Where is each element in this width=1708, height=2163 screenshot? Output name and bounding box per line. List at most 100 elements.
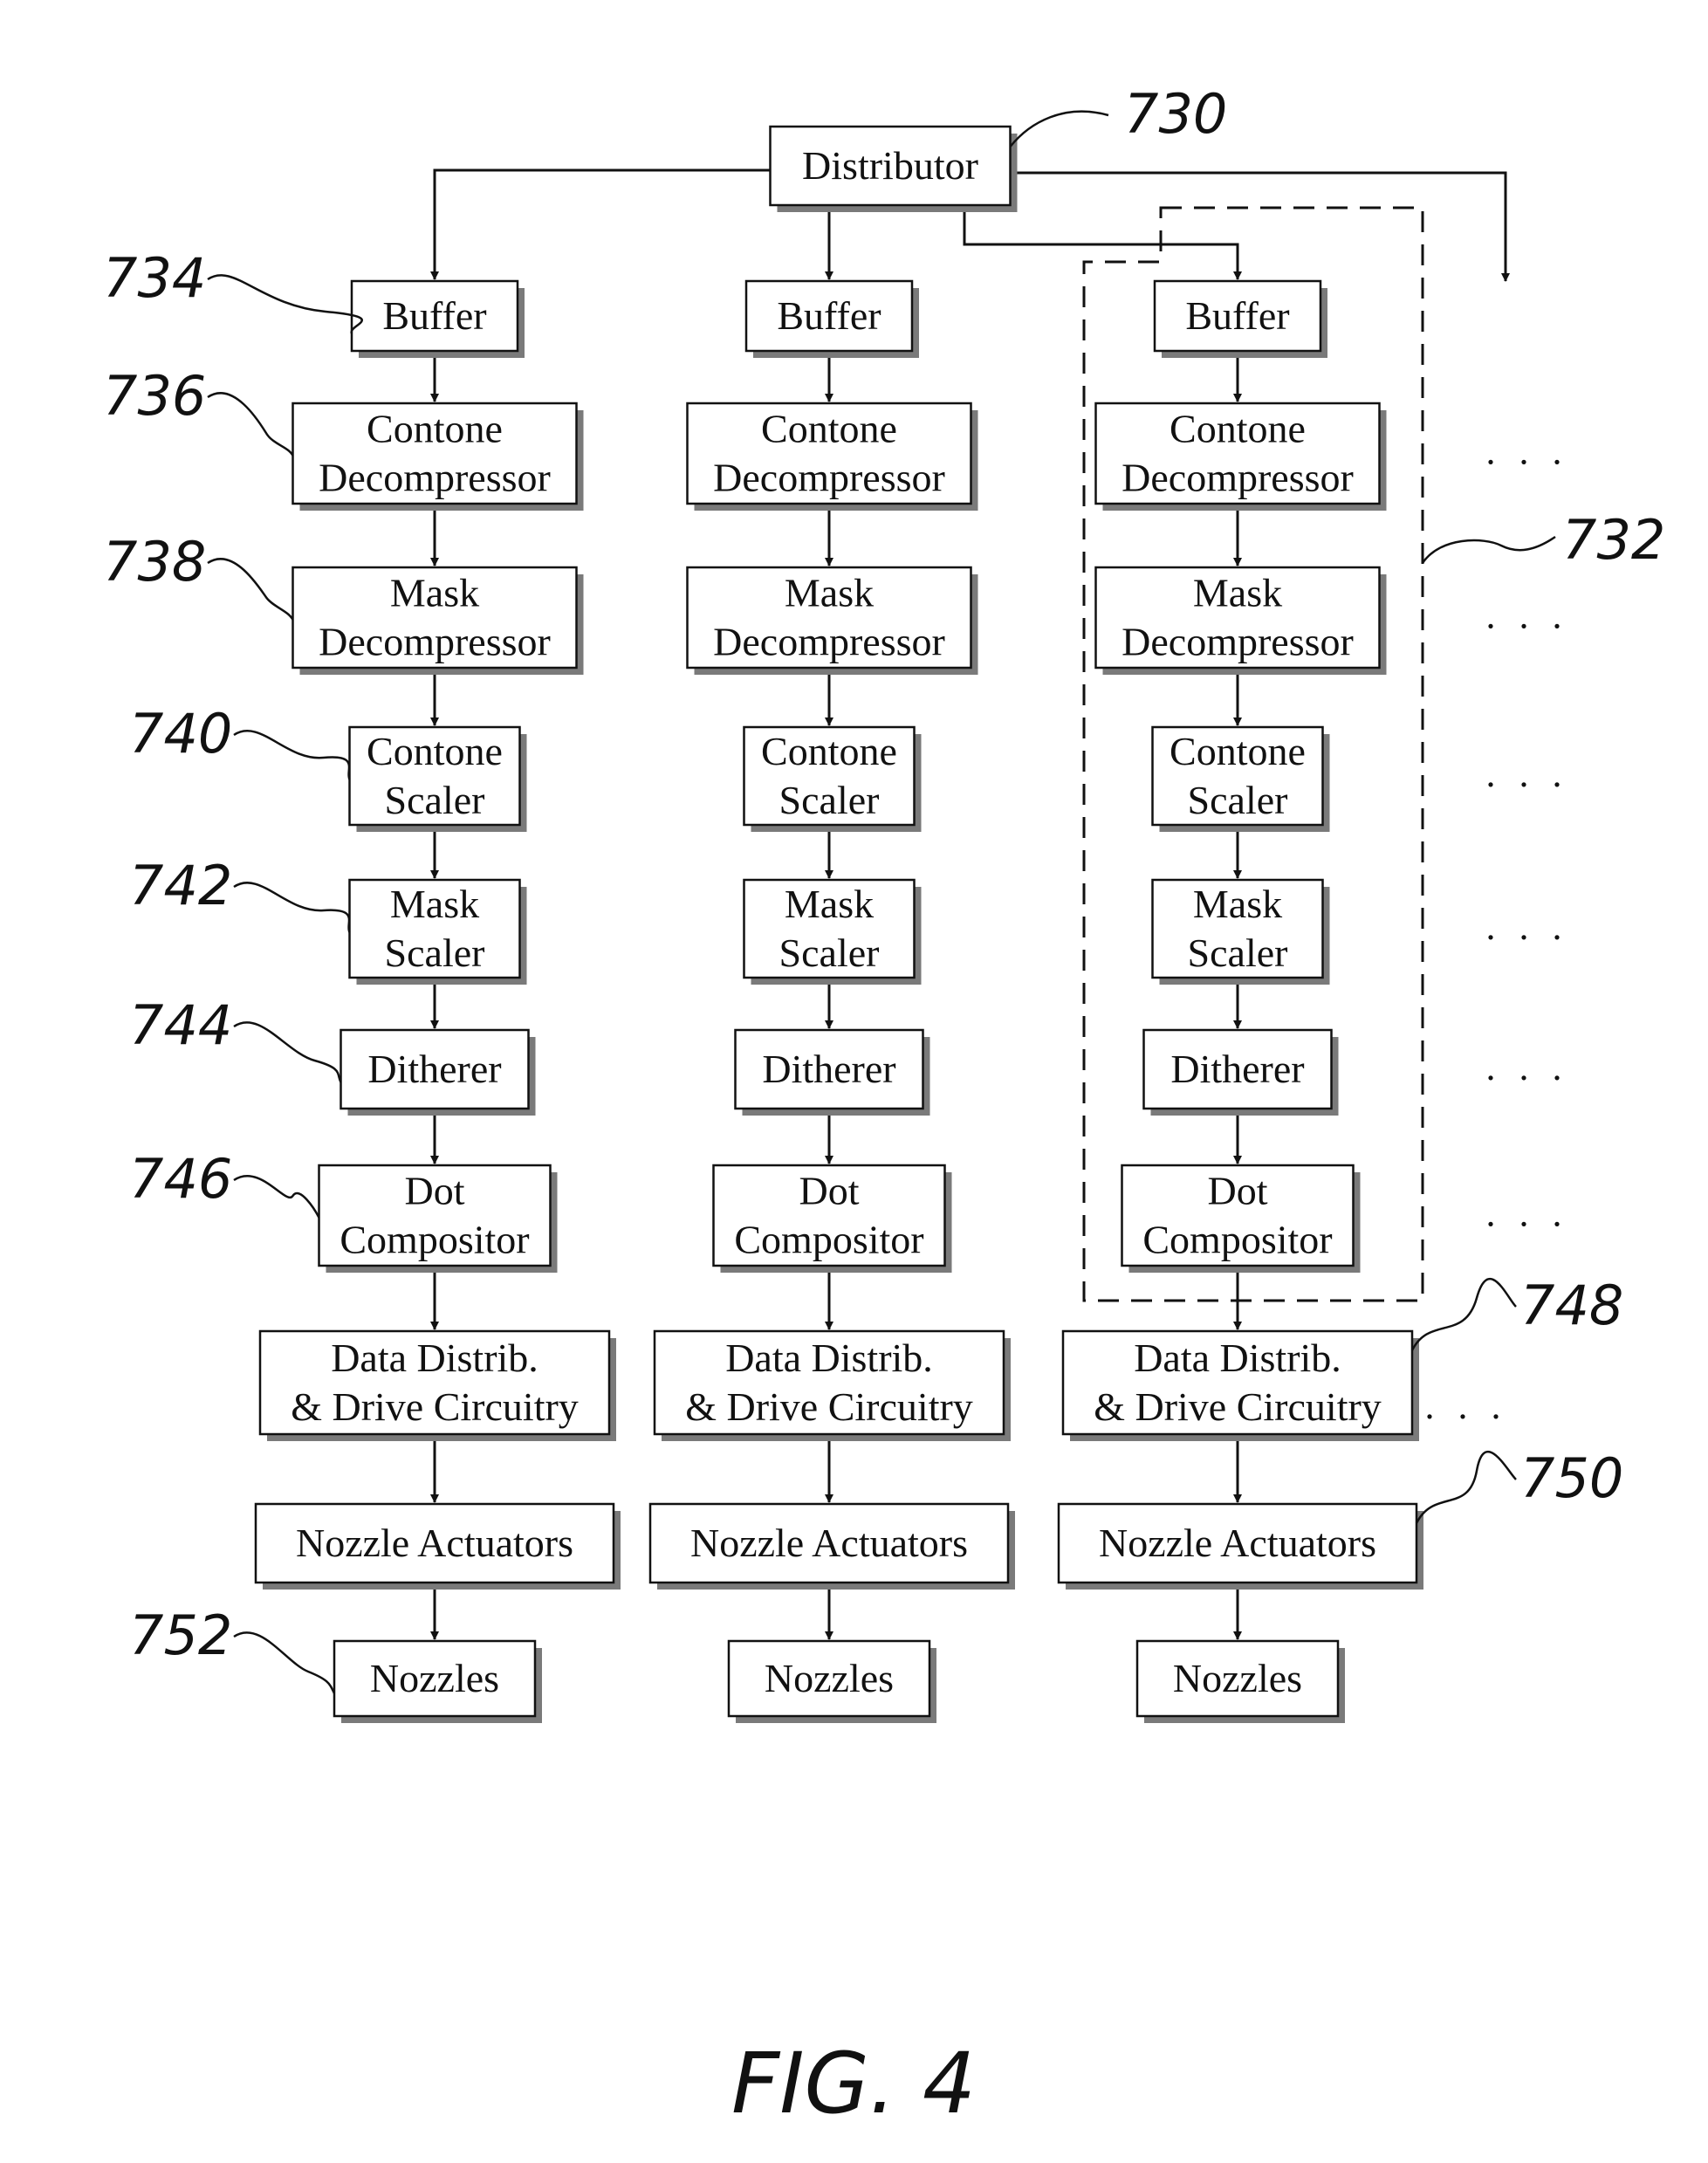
box-nozzle-actuators-col1-label-line: Nozzle Actuators	[296, 1521, 573, 1565]
ref-nozzle-actuators-numeral: 750	[1520, 1446, 1623, 1510]
box-data-distrib-col2-label-line: Data Distrib.	[725, 1336, 933, 1380]
ellipsis-data-distrib: . . .	[1425, 1384, 1508, 1427]
distributor-box: Distributor	[769, 125, 1018, 212]
box-contone-scaler-col2-label-line: Scaler	[779, 778, 880, 822]
ref-ditherer-numeral: 744	[129, 993, 232, 1057]
ref-nozzles: 752	[129, 1603, 336, 1694]
box-contone-decompressor-col3-label-line: Decompressor	[1122, 456, 1354, 500]
box-nozzle-actuators-col3-frame	[1057, 1502, 1418, 1584]
ref-nozzle-actuators: 750	[1415, 1446, 1623, 1524]
ref-ditherer: 744	[129, 993, 342, 1083]
box-nozzles-col2-label-line: Nozzles	[765, 1656, 894, 1700]
box-data-distrib-col1-label-line: Data Distrib.	[331, 1336, 538, 1380]
ellipsis-mask-decompressor: . . .	[1486, 594, 1569, 637]
ref-contone-scaler-numeral: 740	[129, 702, 232, 766]
ref-nozzles-leader	[233, 1631, 336, 1694]
connector-distributor-more	[1010, 171, 1510, 282]
ref-contone-scaler-leader	[233, 730, 351, 780]
box-mask-scaler-col3-frame	[1151, 878, 1324, 979]
box-ditherer-col1-frame	[340, 1028, 530, 1110]
ref-distributor-leader	[1009, 110, 1109, 148]
box-ditherer-col2-label-line: Ditherer	[762, 1047, 895, 1091]
ref-contone-decompressor-numeral: 736	[103, 364, 206, 428]
ref-data-distrib: 748	[1410, 1274, 1623, 1351]
box-nozzles-col2: Nozzles	[727, 1639, 936, 1723]
box-dot-compositor-col2-label-line: Dot	[799, 1169, 860, 1213]
box-dot-compositor-col1-frame	[318, 1164, 552, 1267]
ref-mask-decompressor-numeral: 738	[103, 530, 206, 594]
box-nozzle-actuators-col1: Nozzle Actuators	[254, 1502, 621, 1590]
box-mask-decompressor-col2-label-line: Decompressor	[713, 620, 945, 664]
box-ditherer-col3-label-line: Ditherer	[1170, 1047, 1304, 1091]
box-contone-scaler-col1-label-line: Contone	[367, 729, 503, 773]
box-mask-scaler-col2-frame	[743, 878, 916, 979]
box-nozzles-col3: Nozzles	[1135, 1639, 1345, 1723]
box-buffer-col2-label-line: Buffer	[777, 293, 881, 338]
box-mask-decompressor-col2-frame	[686, 566, 972, 670]
box-nozzle-actuators-col2: Nozzle Actuators	[648, 1502, 1015, 1590]
ellipsis-ditherer: . . .	[1486, 1046, 1569, 1088]
ref-distributor-numeral: 730	[1124, 82, 1227, 146]
box-dot-compositor-col1-label-line: Compositor	[340, 1218, 529, 1262]
box-mask-scaler-col1-label-line: Mask	[390, 882, 479, 926]
box-data-distrib-col1-frame	[258, 1329, 611, 1436]
box-mask-scaler-col1-label-line: Scaler	[385, 930, 485, 975]
connector-distributor-col3	[963, 205, 1242, 280]
reference-numerals: . . .. . .. . .. . .. . .. . .. . .73073…	[103, 82, 1665, 1694]
box-buffer-col3-label-line: Buffer	[1185, 293, 1289, 338]
box-data-distrib-col2-frame	[653, 1329, 1005, 1436]
ref-buffer-leader	[207, 274, 363, 334]
ellipsis-dot-compositor: . . .	[1486, 1192, 1569, 1235]
box-contone-decompressor-col1-label-line: Contone	[367, 407, 503, 451]
figure-label: FIG. 4	[731, 2035, 976, 2132]
box-dot-compositor-col3-label-line: Dot	[1208, 1169, 1268, 1213]
box-mask-decompressor-col1-label-line: Decompressor	[319, 620, 551, 664]
box-contone-scaler-col2-label-line: Contone	[761, 729, 897, 773]
box-nozzle-actuators-col3: Nozzle Actuators	[1057, 1502, 1423, 1590]
box-contone-scaler-col1-frame	[348, 725, 521, 827]
box-ditherer-col3-frame	[1142, 1028, 1333, 1110]
ref-mask-decompressor: 738	[103, 530, 294, 621]
box-nozzles-col1-frame	[333, 1639, 537, 1718]
box-nozzles-col3-label-line: Nozzles	[1173, 1656, 1302, 1700]
box-buffer-col3: Buffer	[1153, 279, 1327, 358]
connectors	[430, 168, 1510, 1640]
ref-mask-scaler-numeral: 742	[129, 854, 232, 917]
box-contone-decompressor-col2-label-line: Decompressor	[713, 456, 945, 500]
box-contone-scaler-col3-label-line: Contone	[1170, 729, 1306, 773]
box-buffer-col2-frame	[744, 279, 914, 353]
box-mask-scaler-col2-label-line: Scaler	[779, 930, 880, 975]
ref-dot-compositor: 746	[129, 1147, 320, 1219]
ref-nozzle-actuators-leader	[1415, 1450, 1517, 1524]
box-dot-compositor-col2-frame	[712, 1164, 946, 1267]
ref-dashed-group-numeral: 732	[1562, 508, 1665, 572]
ref-distributor: 730	[1009, 82, 1227, 148]
ref-dot-compositor-numeral: 746	[129, 1147, 232, 1211]
ellipsis-mask-scaler: . . .	[1486, 905, 1569, 948]
box-data-distrib-col1: Data Distrib.& Drive Circuitry	[258, 1329, 616, 1441]
box-data-distrib-col3: Data Distrib.& Drive Circuitry	[1061, 1329, 1419, 1441]
ref-buffer: 734	[103, 246, 363, 334]
box-buffer-col2: Buffer	[744, 279, 919, 358]
box-mask-scaler-col2-label-line: Mask	[785, 882, 874, 926]
box-buffer-col3-frame	[1153, 279, 1322, 353]
box-contone-decompressor-col3-label-line: Contone	[1170, 407, 1306, 451]
box-data-distrib-col3-label-line: Data Distrib.	[1134, 1336, 1341, 1380]
ref-dashed-group: 732	[1421, 508, 1665, 572]
box-mask-scaler-col3-label-line: Mask	[1193, 882, 1282, 926]
box-mask-decompressor-col2-label-line: Mask	[785, 571, 874, 615]
distributor-box-frame	[769, 125, 1012, 207]
box-data-distrib-col2: Data Distrib.& Drive Circuitry	[653, 1329, 1011, 1441]
box-mask-decompressor-col3-label-line: Decompressor	[1122, 620, 1354, 664]
ellipsis-contone-decompressor: . . .	[1486, 430, 1569, 473]
